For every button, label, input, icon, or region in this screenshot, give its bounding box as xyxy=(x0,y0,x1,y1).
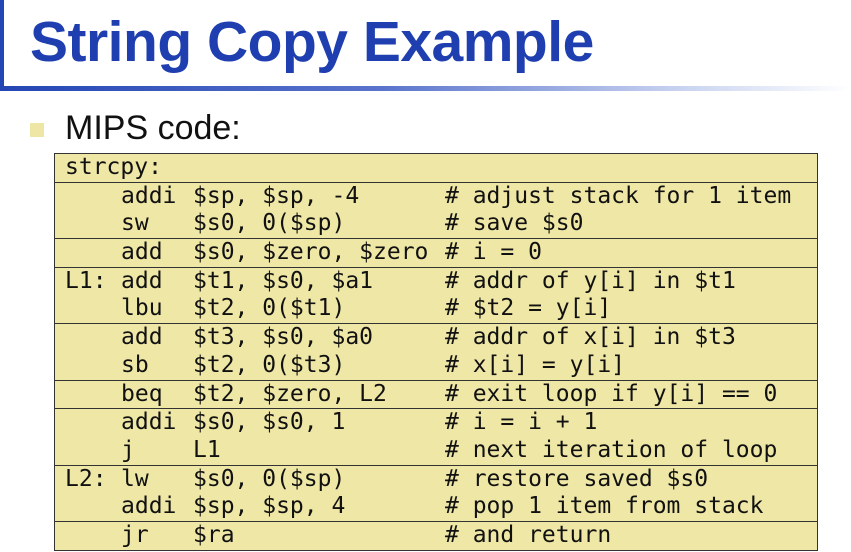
code-comment: # i = 0 xyxy=(445,239,542,266)
code-operands: L1 xyxy=(193,436,221,463)
code-operands: $t2, 0($t3) xyxy=(193,351,346,378)
code-comment: # save $s0 xyxy=(445,210,584,237)
code-opcode: addi xyxy=(121,493,177,520)
code-comment: # restore saved $s0 xyxy=(445,465,709,492)
code-opcode: addi xyxy=(121,182,177,209)
code-group: addi $sp, $sp, -4 # adjust stack for 1 ite… xyxy=(55,181,817,238)
code-comment: # adjust stack for 1 item xyxy=(445,182,792,209)
code-comment: # addr of y[i] in $t1 xyxy=(445,267,736,294)
code-operands: $s0, 0($sp) xyxy=(193,210,346,237)
code-group: add $s0, $zero, $zero # i = 0 xyxy=(55,238,817,267)
code-operands: $t2, 0($t1) xyxy=(193,295,346,322)
code-operands: $t3, $s0, $a0 xyxy=(193,324,374,351)
code-operands: $sp, $sp, 4 xyxy=(193,493,346,520)
code-operands: $ra xyxy=(193,521,235,548)
code-group: addi $s0, $s0, 1 # i = i + 1 j L1 # next iter… xyxy=(55,408,817,464)
code-comment: # i = i + 1 xyxy=(445,409,598,436)
code-group: strcpy: xyxy=(55,154,817,182)
code-operands: $t2, $zero, L2 xyxy=(193,380,387,407)
code-operands: $s0, $s0, 1 xyxy=(193,409,346,436)
bullet-text: MIPS code: xyxy=(65,109,241,147)
code-comment: # x[i] = y[i] xyxy=(445,351,626,378)
code-line: L1: add $t1, $s0, $a1 # addr of y[i] in $t1 xyxy=(55,268,817,296)
code-opcode: lw xyxy=(121,465,149,492)
slide-title: String Copy Example xyxy=(30,10,594,74)
code-operands: $s0, 0($sp) xyxy=(193,465,346,492)
title-accent-bar xyxy=(0,0,4,88)
code-line: jr $ra # and return xyxy=(55,522,817,550)
code-opcode: beq xyxy=(121,380,163,407)
code-line: lbu $t2, 0($t1) # $t2 = y[i] xyxy=(55,295,817,323)
code-opcode: jr xyxy=(121,521,149,548)
code-line: sw $s0, 0($sp) # save $s0 xyxy=(55,210,817,238)
code-opcode: sw xyxy=(121,210,149,237)
code-line: addi $sp, $sp, 4 # pop 1 item from stack xyxy=(55,493,817,521)
code-line: addi $s0, $s0, 1 # i = i + 1 xyxy=(55,409,817,437)
code-comment: # exit loop if y[i] == 0 xyxy=(445,380,778,407)
code-opcode: j xyxy=(121,436,135,463)
code-opcode: addi xyxy=(121,409,177,436)
code-line: add $t3, $s0, $a0 # addr of x[i] in $t3 xyxy=(55,324,817,352)
code-operands: $t1, $s0, $a1 xyxy=(193,267,374,294)
bullet-square-icon xyxy=(30,123,44,137)
code-line: add $s0, $zero, $zero # i = 0 xyxy=(55,239,817,267)
code-line: beq $t2, $zero, L2 # exit loop if y[i] == … xyxy=(55,381,817,409)
code-comment: # addr of x[i] in $t3 xyxy=(445,324,736,351)
code-group: L1: add $t1, $s0, $a1 # addr of y[i] in $t1… xyxy=(55,266,817,323)
code-comment: # pop 1 item from stack xyxy=(445,493,764,520)
code-listing: strcpy:addi$sp, $sp, -4# adjust stack fo… xyxy=(54,153,818,551)
code-label: L2: xyxy=(65,465,107,492)
code-opcode: add xyxy=(121,267,163,294)
code-line: sb $t2, 0($t3) # x[i] = y[i] xyxy=(55,352,817,380)
code-line: addi $sp, $sp, -4 # adjust stack for 1 ite… xyxy=(55,183,817,211)
code-group: beq $t2, $zero, L2 # exit loop if y[i] == … xyxy=(55,379,817,409)
code-opcode: sb xyxy=(121,351,149,378)
code-group: jr $ra # and return xyxy=(55,520,817,550)
code-comment: # $t2 = y[i] xyxy=(445,295,612,322)
code-label: strcpy: xyxy=(65,154,162,180)
code-opcode: add xyxy=(121,324,163,351)
title-underline xyxy=(0,86,851,91)
code-comment: # next iteration of loop xyxy=(445,436,778,463)
code-operands: $sp, $sp, -4 xyxy=(193,182,360,209)
code-label: L1: xyxy=(65,267,107,294)
code-comment: # and return xyxy=(445,521,612,548)
code-line: L2: lw $s0, 0($sp) # restore saved $s0 xyxy=(55,466,817,494)
code-line: strcpy: xyxy=(55,154,817,182)
code-group: L2: lw $s0, 0($sp) # restore saved $s0 addi $… xyxy=(55,464,817,521)
code-group: add $t3, $s0, $a0 # addr of x[i] in $t3 sb $… xyxy=(55,323,817,379)
code-operands: $s0, $zero, $zero xyxy=(193,239,429,266)
code-opcode: lbu xyxy=(121,295,163,322)
code-line: j L1 # next iteration of loop xyxy=(55,437,817,465)
code-opcode: add xyxy=(121,239,163,266)
